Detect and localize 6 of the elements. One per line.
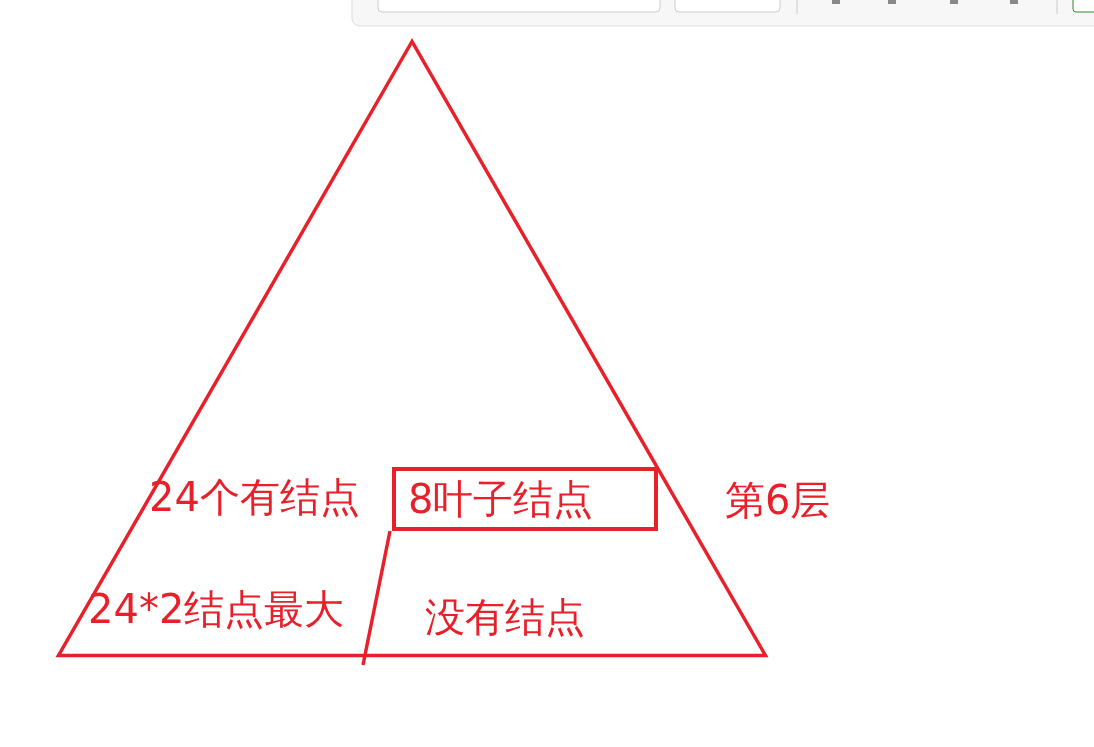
- node-label: 没有结点: [425, 593, 585, 641]
- highlight-box: [392, 467, 658, 531]
- node-label: 24个有结点: [149, 473, 360, 521]
- node-label: 24*2结点最大: [88, 585, 345, 633]
- node-label: 8叶子结点: [408, 475, 594, 523]
- layer-label: 第6层: [725, 476, 831, 524]
